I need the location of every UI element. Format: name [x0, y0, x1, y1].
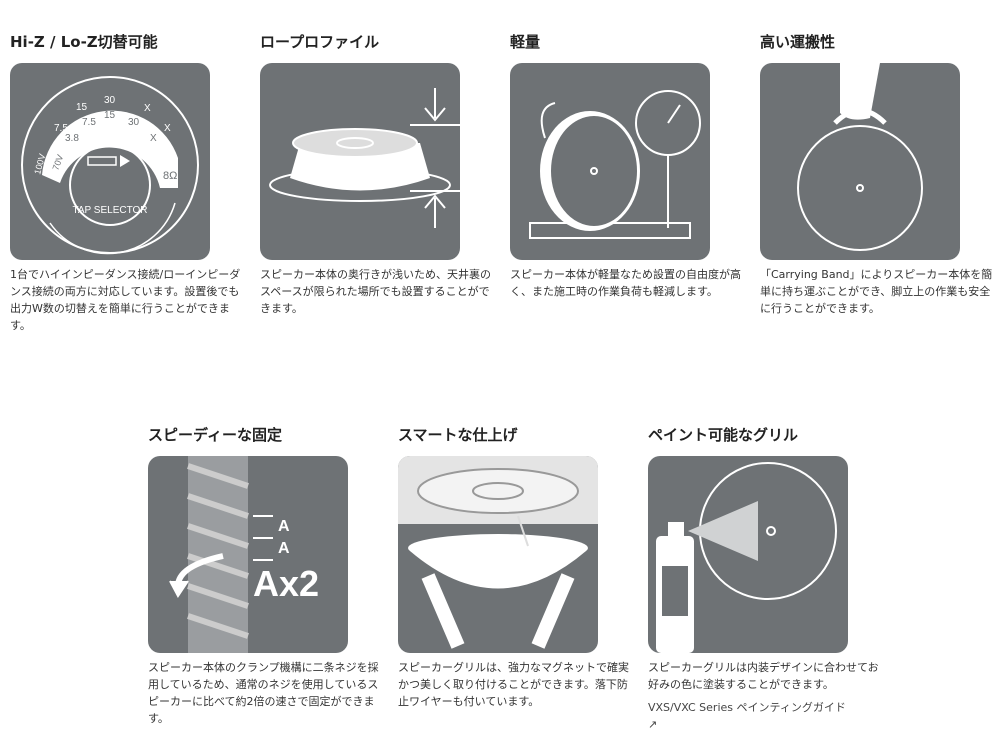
feature-description: スピーカー本体が軽量なため設置の自由度が高く、また施工時の作業負荷も軽減します。 [510, 268, 741, 298]
feature-title: スマートな仕上げ [398, 426, 518, 444]
svg-text:30: 30 [128, 117, 140, 128]
feature-title: Hi-Z / Lo-Z切替可能 [10, 33, 158, 51]
external-link-icon: ↗ [648, 718, 658, 731]
feature-card-speedy-fix: スピーディーな固定 A A Ax2 スピーカー本体のクランプ機構に二条ネジを採用… [148, 424, 379, 727]
feature-card-lightweight: 軽量 スピーカー本体が軽量なため設置の自由度が高く、また施工時の作業負荷も軽減し… [510, 31, 741, 300]
feature-card-hi-lo-z: Hi-Z / Lo-Z切替可能 TAP SELECTOR 8Ω 100V 70V… [10, 31, 240, 334]
svg-text:A: A [278, 518, 290, 535]
svg-text:X: X [150, 133, 157, 144]
feature-card-low-profile: ロープロファイル スピーカー本体の奥行きが浅いため、天井裏のスペースが限られた場… [260, 31, 491, 317]
double-thread-screw-icon: A A Ax2 [148, 456, 348, 653]
feature-description: スピーカー本体の奥行きが浅いため、天井裏のスペースが限られた場所でも設置すること… [260, 268, 491, 315]
feature-title: 軽量 [510, 33, 541, 51]
feature-description: スピーカーグリルは、強力なマグネットで確実かつ美しく取り付けることができます。落… [398, 661, 629, 708]
low-profile-speaker-icon [260, 63, 460, 260]
feature-description: 1台でハイインピーダンス接続/ローインピーダンス接続の両方に対応しています。設置… [10, 268, 241, 332]
feature-card-portability: 高い運搬性 「Carrying Band」によりスピーカー本体を簡単に持ち運ぶこ… [760, 31, 992, 317]
spray-paint-icon [648, 456, 848, 653]
svg-text:X: X [164, 123, 171, 134]
feature-title: ペイント可能なグリル [648, 426, 799, 444]
svg-text:3.8: 3.8 [65, 133, 79, 144]
svg-text:30: 30 [104, 95, 116, 106]
feature-card-smart-finish: スマートな仕上げ スピーカーグリルは、強力なマグネットで確実かつ美しく取り付ける… [398, 424, 629, 710]
feature-description: スピーカーグリルは内装デザインに合わせてお好みの色に塗装することができます。 [648, 661, 879, 691]
feature-title: 高い運搬性 [760, 33, 836, 51]
svg-text:7.5: 7.5 [82, 117, 96, 128]
svg-text:TAP SELECTOR: TAP SELECTOR [72, 205, 147, 216]
feature-description: スピーカー本体のクランプ機構に二条ネジを採用しているため、通常のネジを使用してい… [148, 661, 379, 725]
weighing-scale-icon [510, 63, 710, 260]
svg-text:Ax2: Ax2 [253, 563, 319, 604]
svg-text:15: 15 [104, 110, 116, 121]
feature-title: スピーディーな固定 [148, 426, 282, 444]
svg-text:8Ω: 8Ω [163, 170, 177, 182]
svg-text:15: 15 [76, 102, 88, 113]
feature-description: 「Carrying Band」によりスピーカー本体を簡単に持ち運ぶことができ、脚… [760, 268, 993, 315]
svg-text:A: A [278, 540, 290, 557]
magnetic-grille-icon [398, 456, 598, 653]
painting-guide-link[interactable]: VXS/VXC Series ペインティングガイド↗ [648, 701, 846, 731]
feature-card-paintable-grille: ペイント可能なグリル スピーカーグリルは内装デザインに合わせてお好みの色に塗装す… [648, 424, 879, 733]
carrying-band-icon [760, 63, 960, 260]
feature-title: ロープロファイル [260, 33, 380, 51]
svg-text:7.5: 7.5 [54, 123, 68, 134]
svg-text:X: X [144, 103, 151, 114]
